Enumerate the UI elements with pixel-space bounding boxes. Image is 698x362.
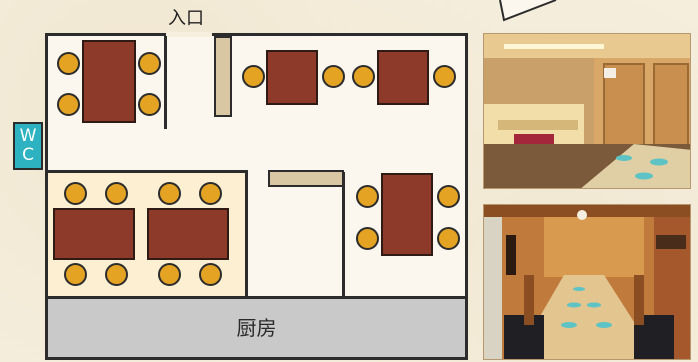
table-5 xyxy=(53,208,135,260)
partition-vertical xyxy=(214,36,232,117)
table-1 xyxy=(82,40,136,123)
booth-divider-wall xyxy=(164,36,167,129)
tatami-room-image xyxy=(484,34,690,188)
chair xyxy=(199,182,222,205)
chair xyxy=(138,52,161,75)
private-room-top-wall xyxy=(48,170,246,173)
chair xyxy=(138,93,161,116)
table-4 xyxy=(381,173,433,256)
speech-bubble-tail xyxy=(499,0,557,22)
table-6 xyxy=(147,208,229,260)
private-dining-room-image xyxy=(484,205,690,359)
photo-tatami-room xyxy=(483,33,691,189)
interior-wall-vertical xyxy=(342,172,345,296)
chair xyxy=(437,227,460,250)
chair xyxy=(242,65,265,88)
private-room-right-wall xyxy=(245,170,248,296)
wc-letter-c: C xyxy=(22,145,34,165)
chair xyxy=(57,93,80,116)
chair xyxy=(199,263,222,286)
chair xyxy=(322,65,345,88)
entrance-label: 入口 xyxy=(168,8,204,29)
chair xyxy=(356,185,379,208)
chair xyxy=(433,65,456,88)
chair xyxy=(158,263,181,286)
chair xyxy=(105,182,128,205)
chair xyxy=(105,263,128,286)
chair xyxy=(158,182,181,205)
chair xyxy=(64,182,87,205)
chair xyxy=(57,52,80,75)
wc-letter-w: W xyxy=(19,126,37,146)
table-2 xyxy=(266,50,318,105)
entrance-gap xyxy=(166,32,212,37)
chair xyxy=(352,65,375,88)
kitchen-label: 厨房 xyxy=(236,316,277,340)
chair xyxy=(356,227,379,250)
kitchen-area xyxy=(48,296,465,357)
table-3 xyxy=(377,50,429,105)
photo-private-dining-room xyxy=(483,204,691,360)
chair xyxy=(437,185,460,208)
chair xyxy=(64,263,87,286)
wc-sign: W C xyxy=(13,122,43,170)
partition-horizontal xyxy=(268,170,344,187)
